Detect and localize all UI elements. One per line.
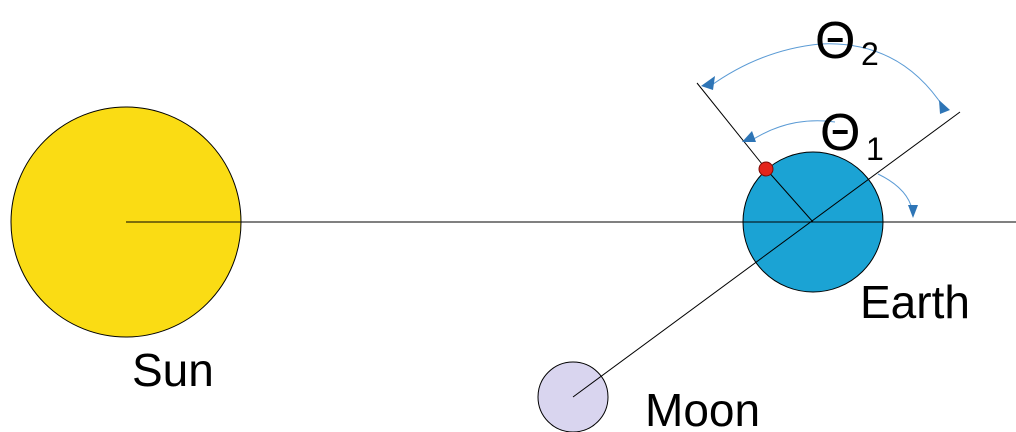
theta2-label: Θ [815,12,855,70]
moon-label: Moon [645,384,760,432]
theta2-arrowhead-left [701,76,715,90]
theta1-subscript: 1 [866,131,884,167]
angle-arc-horizon-arrowhead [908,205,918,218]
angle-arc-horizon-to-moon [877,173,914,216]
theta1-arc [751,120,836,141]
earth-label: Earth [860,276,970,328]
observer-zenith-line [696,82,767,170]
theta1-arrowhead-left [742,131,756,142]
sun-label: Sun [132,344,214,396]
earth-radius-to-observer [765,168,814,223]
theta2-arrowhead-right [939,100,950,114]
theta2-subscript: 2 [861,36,879,72]
observer-dot [758,161,774,177]
theta2-arc [708,43,945,109]
theta1-label: Θ [820,104,860,162]
moon-earth-line [572,111,961,398]
